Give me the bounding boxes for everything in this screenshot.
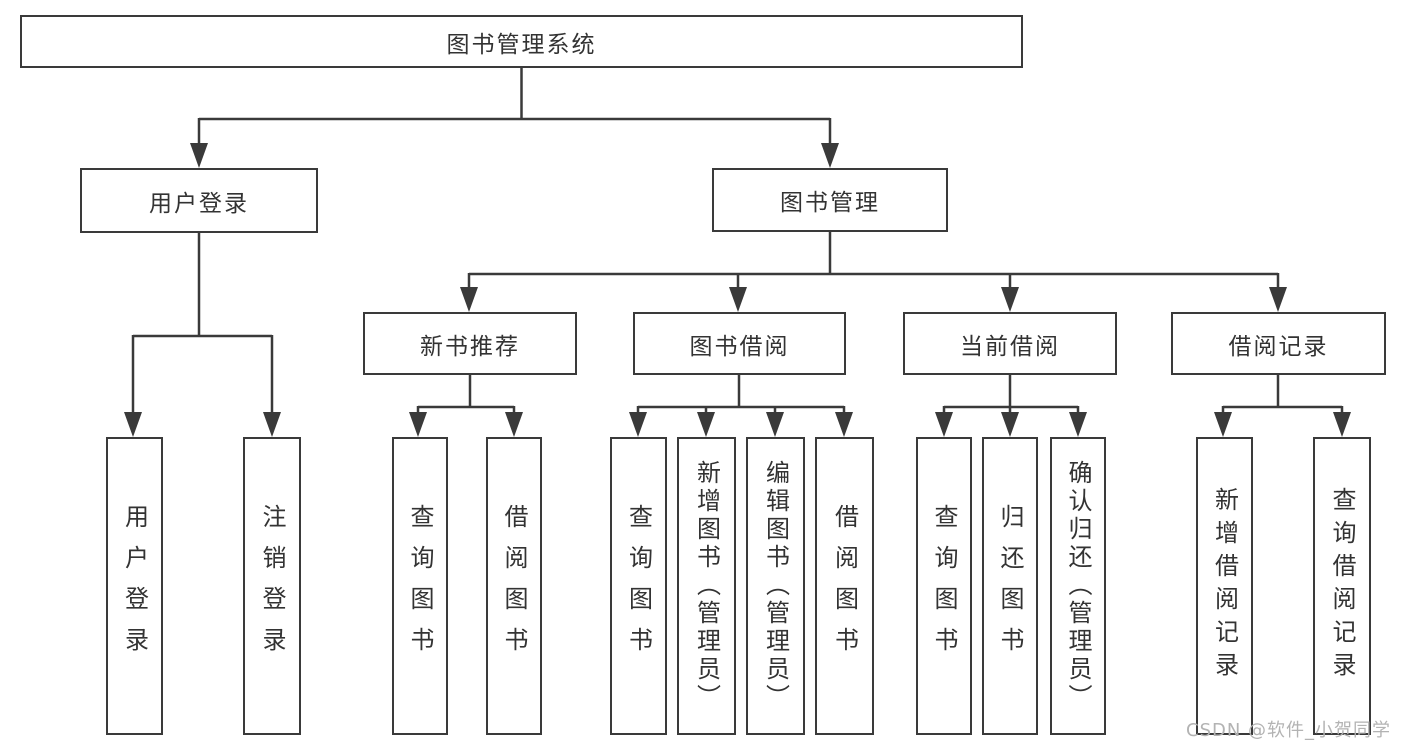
node-borrow-records-label: 借阅记录 (1228, 333, 1329, 360)
leaf-confirm-return-admin-label: 确认归还（管理员） (1064, 460, 1092, 712)
connector-borrow-records-split (1221, 374, 1344, 415)
leaf-borrow-books-1-label: 借阅图书 (500, 504, 528, 668)
connector-current-borrow-split (942, 374, 1080, 415)
leaf-return-books-label: 归还图书 (996, 504, 1024, 668)
connector-shafts (131, 68, 1344, 415)
node-user-login: 用户登录 (80, 168, 318, 233)
leaf-user-login-label: 用户登录 (120, 504, 149, 668)
leaf-logout-label: 注销登录 (258, 504, 286, 668)
connector-book-mgmt-split (467, 232, 1280, 290)
leaf-add-books-admin-label: 新增图书（管理员） (692, 460, 721, 712)
leaf-confirm-return-admin: 确认归还（管理员） (1050, 437, 1106, 735)
connector-book-borrow-split (636, 374, 846, 415)
node-book-borrow: 图书借阅 (633, 312, 846, 375)
csdn-watermark: CSDN @软件_小贺同学 (1186, 720, 1392, 741)
node-root-library-system: 图书管理系统 (20, 15, 1023, 68)
node-new-book-recommend: 新书推荐 (363, 312, 577, 375)
leaf-query-books-3: 查询图书 (916, 437, 972, 735)
leaf-logout: 注销登录 (243, 437, 301, 735)
leaf-edit-books-admin-label: 编辑图书（管理员） (761, 460, 790, 712)
leaf-borrow-books-1: 借阅图书 (486, 437, 542, 735)
node-user-login-label: 用户登录 (149, 190, 249, 217)
node-root-label: 图书管理系统 (446, 31, 597, 58)
leaf-query-books-1-label: 查询图书 (406, 504, 434, 668)
leaf-return-books: 归还图书 (982, 437, 1038, 735)
node-current-borrow-label: 当前借阅 (960, 333, 1060, 360)
node-new-book-recommend-label: 新书推荐 (420, 333, 520, 360)
leaf-query-books-2: 查询图书 (610, 437, 667, 735)
node-book-borrow-label: 图书借阅 (689, 333, 790, 360)
leaf-edit-books-admin: 编辑图书（管理员） (746, 437, 805, 735)
leaf-query-borrow-record-label: 查询借阅记录 (1328, 487, 1356, 685)
connector-root-split (197, 68, 832, 146)
leaf-query-books-1: 查询图书 (392, 437, 448, 735)
node-book-management: 图书管理 (712, 168, 948, 232)
leaf-add-borrow-record: 新增借阅记录 (1196, 437, 1253, 735)
leaf-query-books-3-label: 查询图书 (930, 504, 958, 668)
leaf-borrow-books-2: 借阅图书 (815, 437, 874, 735)
node-borrow-records: 借阅记录 (1171, 312, 1386, 375)
node-current-borrow: 当前借阅 (903, 312, 1117, 375)
leaf-borrow-books-2-label: 借阅图书 (830, 504, 859, 668)
node-book-management-label: 图书管理 (780, 190, 880, 216)
leaf-add-books-admin: 新增图书（管理员） (677, 437, 736, 735)
leaf-query-borrow-record: 查询借阅记录 (1313, 437, 1371, 735)
connector-user-login-split (131, 233, 274, 415)
connector-new-books-split (416, 374, 516, 415)
leaf-add-borrow-record-label: 新增借阅记录 (1210, 487, 1239, 685)
leaf-user-login: 用户登录 (106, 437, 163, 735)
leaf-query-books-2-label: 查询图书 (624, 504, 653, 668)
